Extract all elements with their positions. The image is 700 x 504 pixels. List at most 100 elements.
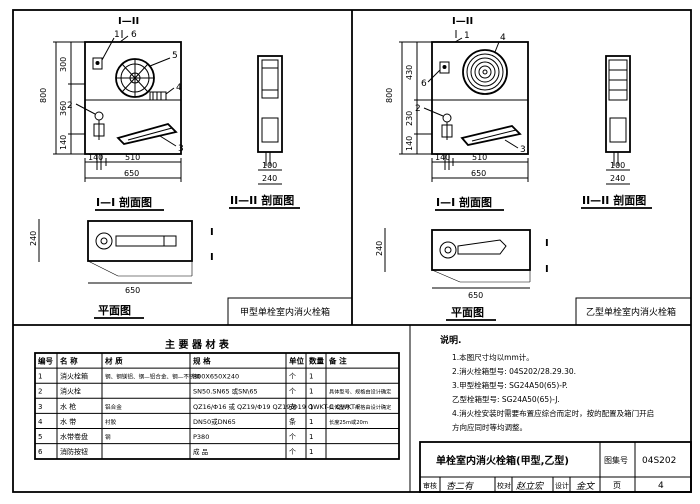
table-cell: 具体型号、规格由设计确定: [329, 403, 391, 411]
left-side-title: II—II 剖面图: [230, 193, 294, 207]
left-side-reel: [261, 59, 279, 99]
right-plan-dim-650: 650: [468, 291, 483, 300]
left-dim-h650: 650: [124, 169, 139, 178]
right-plan-box: [431, 229, 531, 271]
table-cell: 个: [289, 373, 296, 381]
right-elev-title: I—I 剖面图: [436, 195, 492, 209]
right-callout-6: 6: [421, 79, 427, 89]
page-number: 4: [658, 481, 664, 491]
table-header-cell: 名 称: [60, 356, 78, 366]
right-leader-3: [504, 139, 519, 149]
table-cell: 2: [38, 388, 42, 396]
right-alarm-button: [439, 61, 450, 74]
right-coil-5: [478, 65, 492, 79]
page-label: 页: [613, 481, 621, 490]
table-cell: SN50.SN65 或SN\65: [193, 387, 258, 396]
table-cell: 6: [38, 448, 43, 456]
right-dim-800: 800: [385, 88, 394, 103]
right-drawing: I—II 800 430 230 140 140: [375, 16, 692, 326]
table-cell: 5: [38, 433, 42, 441]
notes-line-2: 2.消火栓箱型号: 04S202/28.29.30.: [452, 366, 576, 376]
table-cell: 成 品: [193, 447, 208, 456]
left-nozzle: [116, 122, 178, 145]
left-plan-mark-1: I: [210, 227, 214, 238]
right-caption-box: [575, 297, 692, 326]
right-callout-2: 2: [415, 104, 421, 114]
right-coiled-hose: [462, 49, 508, 95]
table-cell: 水 枪: [60, 402, 76, 411]
table-cell: 1: [309, 418, 313, 426]
right-callout-3: 3: [520, 145, 526, 155]
right-callout-1: 1: [464, 31, 470, 41]
right-dim-h650: 650: [471, 169, 486, 178]
check-signature: 赵立宏: [516, 481, 544, 492]
right-plan-valve: [439, 241, 457, 259]
left-caption-box: [227, 297, 353, 326]
right-plan-valve-core: [444, 246, 452, 254]
left-callout-5: 5: [172, 51, 178, 61]
left-dim-h510: 510: [125, 153, 140, 162]
right-dim-140: 140: [405, 136, 414, 151]
table-cell: 铝合金: [105, 403, 122, 411]
table-cell: 条: [289, 417, 296, 426]
left-valve-body: [93, 123, 105, 137]
left-alarm-button: [92, 57, 103, 70]
left-dim-140: 140: [59, 135, 68, 150]
table-cell: 1: [309, 373, 313, 381]
right-valve-body: [441, 124, 453, 138]
table-cell: 水带卷盘: [60, 432, 88, 441]
right-coil-3: [470, 57, 500, 87]
right-leader-1: [454, 37, 463, 43]
table-header-cell: 编号: [38, 356, 53, 366]
left-alarm-dot: [95, 61, 100, 65]
left-callout-3: 3: [178, 144, 184, 154]
notes-block: 说明. 1.本图尺寸均以mm计。 2.消火栓箱型号: 04S202/28.29.…: [440, 334, 654, 432]
right-plan-dim-240: 240: [375, 241, 384, 256]
table-cell: 1: [309, 388, 313, 396]
title-block: 单栓室内消火栓箱(甲型,乙型) 图集号 04S202 审核 杏二有 校对 赵立宏…: [419, 441, 692, 493]
right-nozzle: [460, 125, 522, 146]
left-callout-2: 2: [67, 101, 73, 111]
table-cell: QZ16/Φ16 或 QZ19/Φ19 QZ19/Φ19 QWKT-C QWKT…: [193, 402, 361, 411]
right-dim-h140: 140: [435, 153, 450, 162]
atlas-label: 图集号: [604, 455, 628, 465]
notes-heading: 说明.: [440, 334, 461, 346]
left-nozzle-line: [127, 127, 173, 141]
right-section-mark: I—II: [452, 16, 473, 27]
table-cell: 消火栓箱: [60, 372, 88, 381]
right-plan-wall1: [431, 269, 461, 283]
notes-line-4: 乙型栓箱型号: SG24A50(65)-J.: [452, 394, 560, 404]
notes-line-1: 1.本图尺寸均以mm计。: [452, 352, 534, 362]
table-cell: 1: [309, 448, 313, 456]
table-cell: 支: [289, 402, 296, 411]
table-cell: 钢、钢镁铝、钢—铝合金、钢—不锈钢: [105, 373, 201, 381]
left-plan-mark-2: I: [210, 252, 214, 263]
table-cell: 长度25m或20m: [329, 418, 368, 426]
left-dim-300: 300: [59, 57, 68, 72]
table-cell: 1: [38, 373, 42, 381]
right-dim-430: 430: [405, 65, 414, 80]
table-header-cell: 材 质: [105, 356, 123, 366]
right-alarm-dot: [442, 65, 447, 69]
notes-line-3: 3.甲型栓箱型号: SG24A50(65)-P.: [452, 380, 568, 390]
left-side-dim-100: 100: [262, 161, 277, 170]
table-cell: 钢: [105, 433, 111, 441]
right-dim-h510: 510: [472, 153, 487, 162]
left-plan-valve-core: [100, 237, 108, 245]
table-cell: DN50或DN65: [193, 417, 236, 426]
right-coil-2: [466, 53, 504, 91]
right-leader-2: [423, 107, 444, 117]
left-leader-5: [149, 57, 171, 67]
titleblock-frame: [419, 441, 692, 493]
left-reel-bracket: [149, 91, 167, 101]
right-caption: 乙型单栓室内消火栓箱: [586, 306, 676, 318]
left-plan-wall1: [87, 260, 119, 277]
right-side-valve: [609, 117, 627, 143]
table-cell: 800X650X240: [193, 373, 239, 381]
right-valve: [442, 113, 452, 123]
table-header-cell: 单位: [289, 356, 304, 366]
left-callout-1: 1: [114, 30, 120, 40]
